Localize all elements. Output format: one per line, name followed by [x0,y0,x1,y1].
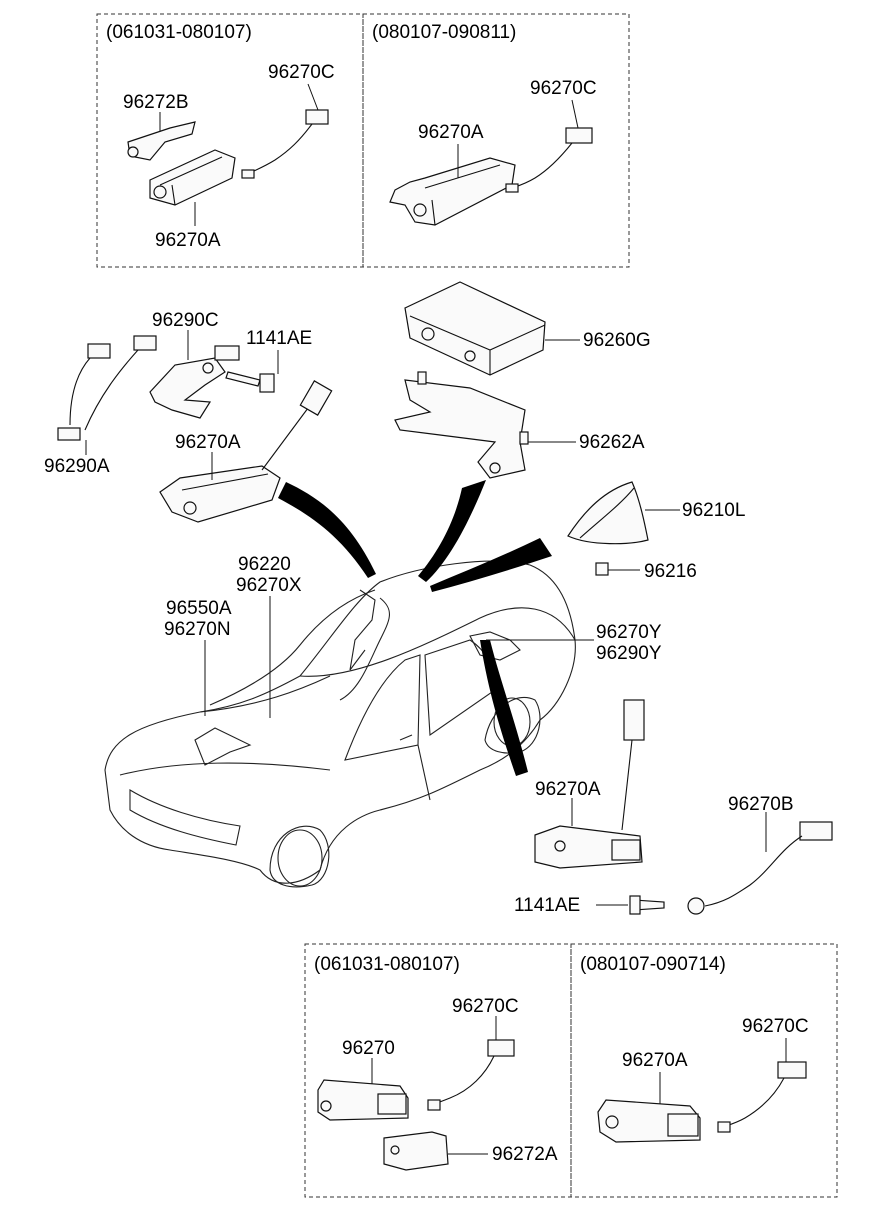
variant-box-2: (080107-090811) 96270A 96270C [362,13,630,268]
car-front-wheel [269,825,330,888]
cable-96270C-box2 [511,142,573,189]
pointer-wedge-2 [418,480,486,582]
label-96270N: 96270N [164,619,231,640]
variant-box-1: (061031-080107) 96272B 96270C 96270A [96,13,364,268]
cable-96270B [704,835,803,907]
car-body-outline [104,560,576,884]
label-96270A-box4: 96270A [622,1050,688,1071]
car-side-windows [344,639,496,761]
module-96260G [404,281,546,376]
variant-box-1-label: (061031-080107) [106,22,252,43]
antenna-96210L [567,481,649,545]
connector-96270C-box1 [305,109,329,125]
label-96290Y: 96290Y [596,643,662,664]
label-96270C-box3: 96270C [452,996,519,1017]
connector-96270B [799,821,833,841]
label-96270-box3: 96270 [342,1038,395,1059]
cable-96270C-box1 [247,123,313,175]
cable-96270C-box4 [725,1077,785,1127]
pointer-wedge-1 [278,482,376,578]
variant-box-3: (061031-080107) 96270 96270C 96272A [304,943,572,1198]
label-96216: 96216 [644,561,697,582]
connector-96290A-2 [133,335,157,351]
car-grille [129,789,241,846]
variant-box-2-label: (080107-090811) [372,22,516,43]
label-96270B: 96270B [728,794,794,815]
module-96270A-box1 [149,149,236,206]
car-labels: 96220 96270X 96550A 96270N 96270Y 96290Y [164,554,662,718]
label-96220: 96220 [238,554,291,575]
label-96270C-box2: 96270C [530,78,597,99]
variant-box-3-label: (061031-080107) [314,954,460,975]
screw-1141AE-top [225,371,261,387]
label-96270A-box2: 96270A [418,122,484,143]
label-1141AE-low: 1141AE [514,895,580,916]
bracket-96272A [383,1131,449,1171]
label-96260G: 96260G [583,330,651,351]
label-96290A: 96290A [44,456,110,477]
pointer-wedge-4 [480,640,528,776]
label-96290C: 96290C [152,310,219,331]
variant-box-4-label: (080107-090714) [580,954,726,975]
label-96550A: 96550A [166,598,232,619]
car-illustration [104,560,576,888]
label-96272B: 96272B [123,92,189,113]
connector-96270C-box3 [487,1039,515,1057]
module-96270A-low-plug [623,699,645,741]
label-1141AE-top: 1141AE [246,328,312,349]
connector-96270C-box4 [777,1061,807,1079]
connector-96270C-box2 [565,127,593,144]
label-96270C-box4: 96270C [742,1016,809,1037]
car-windshield [209,589,376,706]
cable-96270C-box3 [433,1055,495,1105]
label-96270A-low: 96270A [535,779,601,800]
pointer-wedge-3 [430,538,552,592]
variant-box-4: (080107-090714) 96270A 96270C [570,943,838,1198]
label-96272A: 96272A [492,1144,558,1165]
module-96270A-mid [159,465,281,523]
label-96270Y: 96270Y [596,622,662,643]
label-96270A-mid: 96270A [175,432,241,453]
label-96262A: 96262A [579,432,645,453]
module-96270A-box2 [389,157,516,226]
right-parts-group: 96260G 96262A 96210L 96216 [394,281,745,582]
label-96210L: 96210L [682,500,745,521]
bracket-96262A [394,379,526,479]
left-parts-group: 96290A 96290C 1141AE 96270A [44,310,333,523]
bracket-96290C [149,357,226,419]
lower-right-parts: 96270A 96270B 1141AE [514,699,833,916]
connector-96290A-1 [87,343,111,359]
label-96270A-box1: 96270A [155,230,221,251]
label-96270X: 96270X [236,575,302,596]
bracket-hole [127,146,139,158]
cable-96290A [69,349,139,431]
nut-96216 [595,562,609,576]
label-96270C-box1: 96270C [268,62,335,83]
